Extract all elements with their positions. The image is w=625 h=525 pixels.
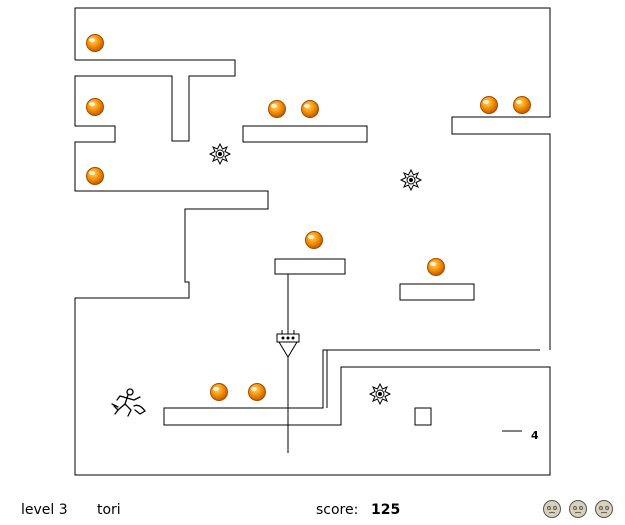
wall-top	[74, 7, 551, 350]
mines	[208, 142, 423, 406]
orb[interactable]	[513, 96, 531, 114]
orb[interactable]	[86, 167, 104, 185]
game-stage	[74, 7, 551, 476]
level-indicator: level 3	[21, 502, 68, 518]
face-icon	[569, 500, 587, 518]
lives-remaining	[543, 500, 613, 518]
player-name: tori	[97, 502, 121, 518]
spike-mine-icon	[208, 142, 232, 166]
orb[interactable]	[305, 231, 323, 249]
item-counter: 4	[531, 429, 539, 442]
orb[interactable]	[301, 100, 319, 118]
orb[interactable]	[427, 258, 445, 276]
orb[interactable]	[86, 34, 104, 52]
orb[interactable]	[268, 100, 286, 118]
rope-climber-icon	[276, 330, 300, 358]
orb[interactable]	[480, 96, 498, 114]
orb[interactable]	[86, 98, 104, 116]
orbs	[86, 34, 531, 401]
platform-upper	[242, 125, 368, 143]
wall-left-upper	[74, 59, 551, 476]
score-value: 125	[371, 502, 401, 518]
face-icon	[543, 500, 561, 518]
orb[interactable]	[210, 383, 228, 401]
platform-right	[399, 283, 475, 301]
spike-mine-icon	[368, 382, 392, 406]
small-block	[414, 407, 432, 426]
platform-middle	[274, 258, 346, 275]
spike-mine-icon	[399, 168, 423, 192]
level-walls	[74, 7, 551, 476]
score-label: score:	[316, 502, 359, 518]
face-icon	[595, 500, 613, 518]
player-character-icon[interactable]	[111, 388, 146, 417]
orb[interactable]	[248, 383, 266, 401]
